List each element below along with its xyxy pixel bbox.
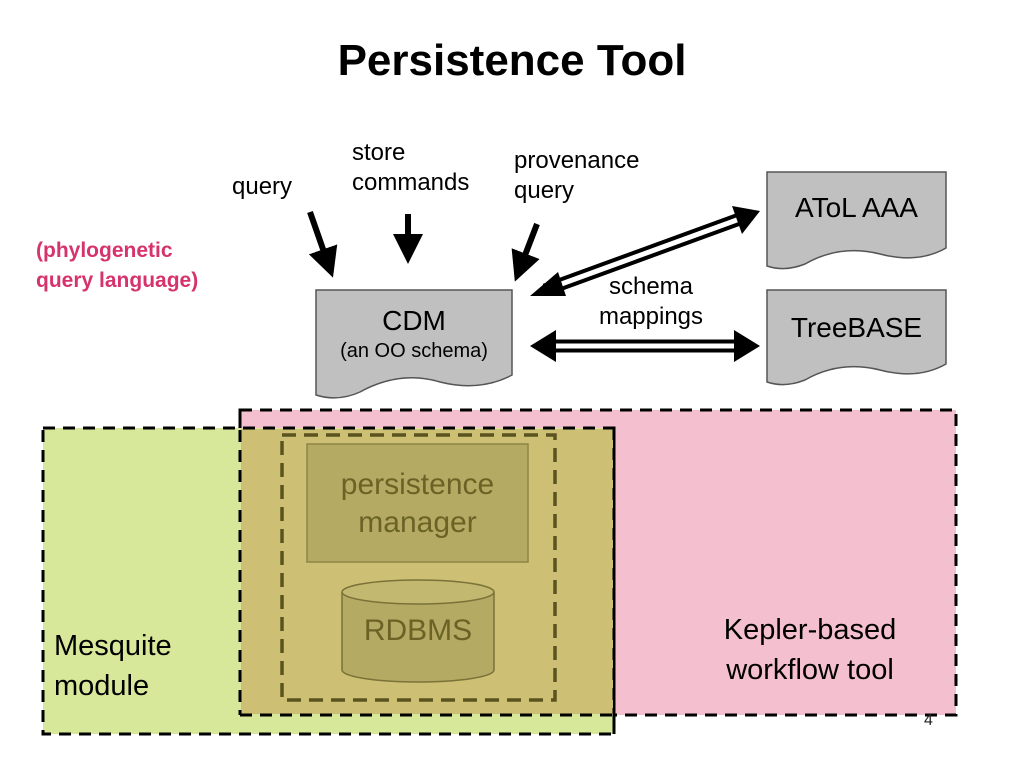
persistence-manager-label: persistence manager [307,466,528,542]
mesquite-line1: Mesquite [54,630,172,662]
query-arrow [307,211,338,278]
phylo-line2: query language) [36,269,199,292]
cdm-document [315,289,513,399]
schema-line2: mappings [598,303,704,330]
mesquite-line2: module [54,670,150,702]
treebase-double-arrow [530,330,760,362]
provenance-arrow [511,222,540,282]
schema-line1: schema [608,273,694,300]
treebase-label: TreeBASE [790,312,923,343]
phylogenetic-query-language-note: (phylogenetic query language) [36,236,256,296]
store-commands-label: store commands [352,138,469,198]
atol-document [766,171,947,270]
provenance-line1: provenance [514,147,640,174]
treebase-document [766,289,947,386]
mesquite-label: Mesquite module [54,626,172,706]
rdbms-cylinder [341,579,495,683]
page-title: Persistence Tool [337,36,687,85]
persistence-layer-box [280,433,557,702]
query-label: query [232,173,293,200]
cdm-title: CDM [382,305,446,336]
store-line2: commands [352,169,470,196]
rdbms-label: RDBMS [363,614,473,647]
kepler-line2: workflow tool [726,654,894,686]
persistence-line2: manager [358,506,477,539]
kepler-label: Kepler-based workflow tool [690,610,930,690]
page-number: 4 [924,712,933,729]
kepler-line1: Kepler-based [723,614,897,646]
phylo-line1: (phylogenetic [36,239,173,262]
provenance-line2: query [514,177,575,204]
atol-label: AToL AAA [795,192,918,223]
cdm-subtitle: (an OO schema) [340,340,488,362]
cdm-label: CDM (an OO schema) [316,304,512,364]
provenance-query-label: provenance query [514,146,639,206]
schema-mappings-label: schema mappings [586,272,716,332]
persistence-line1: persistence [340,468,495,501]
atol-double-arrow [530,206,760,297]
persistence-manager-box [306,443,529,563]
store-line1: store [352,139,406,166]
